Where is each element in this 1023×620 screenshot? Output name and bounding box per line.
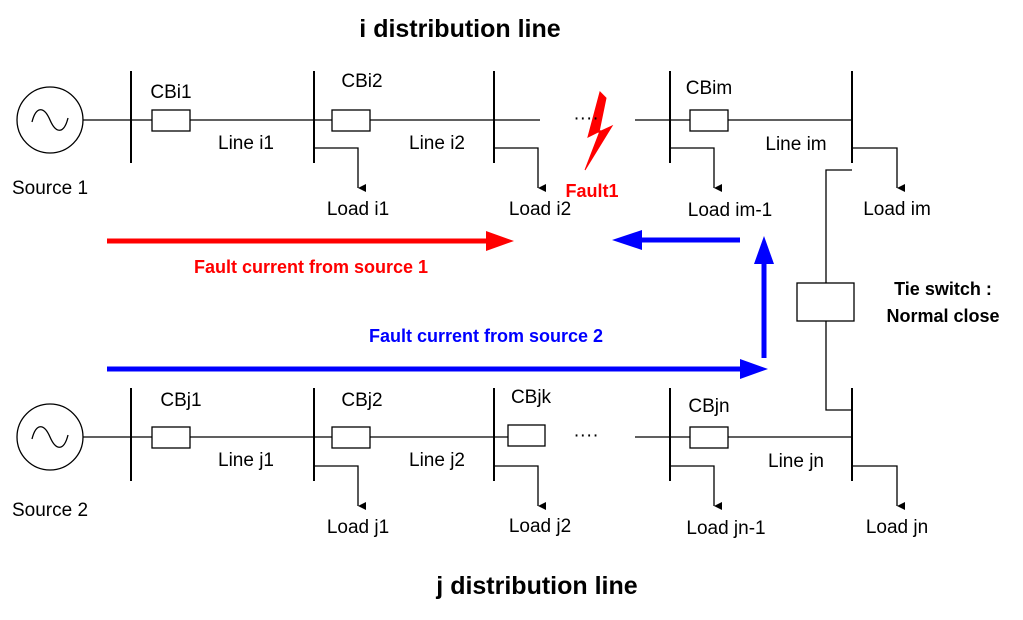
- line-jn-label: Line jn: [768, 451, 824, 472]
- source1-arrow-label: Fault current from source 1: [194, 257, 428, 277]
- line-i1-label: Line i1: [218, 133, 274, 154]
- cbj2-label: CBj2: [341, 390, 382, 411]
- fault-current-arrows: [107, 230, 774, 379]
- load-jn-1-arrow: [670, 465, 722, 510]
- cbi2-label: CBi2: [341, 71, 382, 92]
- line-im-label: Line im: [765, 134, 826, 155]
- title-j-line: j distribution line: [435, 572, 637, 600]
- load-im-arrow: [852, 147, 905, 192]
- source2-arrow-label: Fault current from source 2: [369, 326, 603, 346]
- load-jn-1-label: Load jn-1: [686, 518, 765, 539]
- load-jn-label: Load jn: [866, 517, 928, 538]
- title-i-line: i distribution line: [359, 15, 560, 43]
- breaker-cbj2: [331, 426, 371, 449]
- source1-label: Source 1: [12, 178, 88, 199]
- source2-ac-icon: [31, 426, 69, 448]
- line-i2-label: Line i2: [409, 133, 465, 154]
- breaker-cbjk: [507, 424, 546, 447]
- cbjk-label: CBjk: [511, 387, 552, 408]
- line-j1-label: Line j1: [218, 450, 274, 471]
- load-i1-label: Load i1: [327, 199, 389, 220]
- cbj1-label: CBj1: [160, 390, 201, 411]
- j-line-network: [16, 388, 905, 510]
- load-im-1-label: Load im-1: [688, 200, 773, 221]
- cbi1-label: CBi1: [150, 82, 191, 103]
- line-j2-label: Line j2: [409, 450, 465, 471]
- tie-switch-label-1: Tie switch :: [894, 279, 992, 299]
- breaker-cbi2: [331, 109, 371, 132]
- breaker-cbim: [689, 109, 729, 132]
- load-j2-label: Load j2: [509, 516, 571, 537]
- load-i1-arrow: [314, 147, 366, 192]
- j-line-ellipsis: ····: [573, 425, 598, 446]
- load-j1-label: Load j1: [327, 517, 389, 538]
- load-j1-arrow: [314, 465, 366, 510]
- i-line-network: [16, 71, 905, 192]
- load-jn-arrow: [852, 465, 905, 510]
- tie-switch: [796, 169, 855, 411]
- load-im-1-arrow: [670, 147, 722, 192]
- cbjn-label: CBjn: [688, 396, 729, 417]
- source1-ac-icon: [31, 109, 69, 131]
- breaker-cbi1: [151, 109, 191, 132]
- load-i2-label: Load i2: [509, 199, 571, 220]
- tie-switch-box: [796, 282, 855, 322]
- load-i2-arrow: [494, 147, 546, 192]
- load-im-label: Load im: [863, 199, 931, 220]
- breaker-cbjn: [689, 426, 729, 449]
- fault1-label: Fault1: [565, 181, 618, 201]
- source2-label: Source 2: [12, 500, 88, 521]
- cbim-label: CBim: [686, 78, 732, 99]
- load-j2-arrow: [494, 465, 546, 510]
- i-line-ellipsis: ····: [573, 108, 598, 129]
- fault-lightning-icon: [584, 91, 614, 171]
- breaker-cbj1: [151, 426, 191, 449]
- tie-switch-label-2: Normal close: [886, 306, 999, 326]
